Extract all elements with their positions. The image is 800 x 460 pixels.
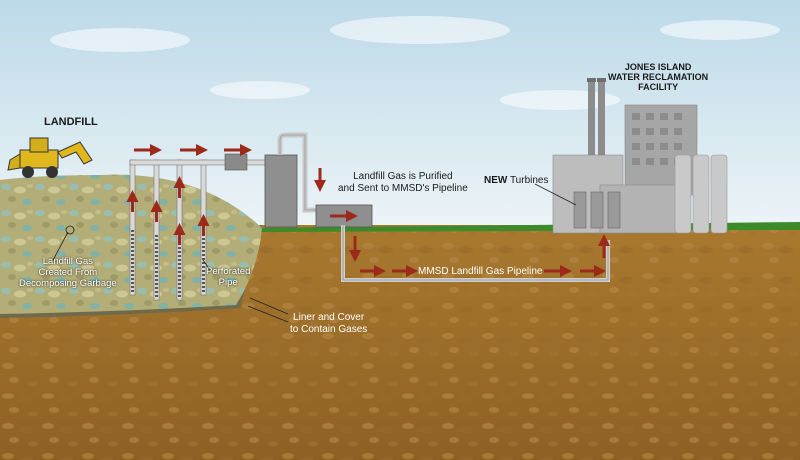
landfill-title: LANDFILL — [44, 116, 98, 128]
reclamation-facility — [552, 78, 728, 234]
pipeline-label: MMSD Landfill Gas Pipeline — [418, 266, 543, 277]
perforated-line1: Perforated — [206, 266, 251, 277]
liner-line2: to Contain Gases — [290, 324, 368, 335]
turbines-new: NEW — [484, 175, 508, 186]
plant-title-line3: FACILITY — [638, 82, 679, 92]
landfill-gas-line3: Decomposing Garbage — [19, 278, 117, 289]
callout-lines — [51, 183, 577, 323]
clouds — [50, 16, 780, 110]
flow-arrows — [126, 144, 610, 277]
turbines-label: NEW Turbines — [484, 175, 548, 186]
purified-line2: and Sent to MMSD's Pipeline — [338, 183, 468, 194]
plant-title-line2: WATER RECLAMATION — [608, 72, 709, 82]
plant-title-line1: JONES ISLAND — [624, 62, 692, 72]
plant-title: JONES ISLAND WATER RECLAMATION FACILITY — [608, 62, 708, 92]
mmsd-pipeline-outline — [342, 225, 609, 281]
collection-pipe — [129, 159, 271, 166]
landfill-gas-label: Landfill Gas Created From Decomposing Ga… — [19, 256, 117, 289]
landfill-gas-line1: Landfill Gas — [42, 256, 93, 267]
landfill-gas-line2: Created From — [38, 267, 98, 278]
perforated-line2: Pipe — [218, 277, 238, 288]
turbines-rest: Turbines — [507, 175, 549, 186]
purified-label: Landfill Gas is Purified and Sent to MMS… — [338, 171, 468, 195]
turbines — [573, 191, 621, 229]
valve-box — [224, 153, 248, 171]
perforated-label: Perforated Pipe — [206, 266, 250, 288]
well-2 — [153, 159, 160, 301]
well-1 — [129, 159, 136, 296]
liner-label: Liner and Cover to Contain Gases — [290, 312, 367, 336]
liner-line1: Liner and Cover — [293, 312, 365, 323]
excavator-icon — [7, 137, 93, 178]
purified-line1: Landfill Gas is Purified — [353, 171, 453, 182]
